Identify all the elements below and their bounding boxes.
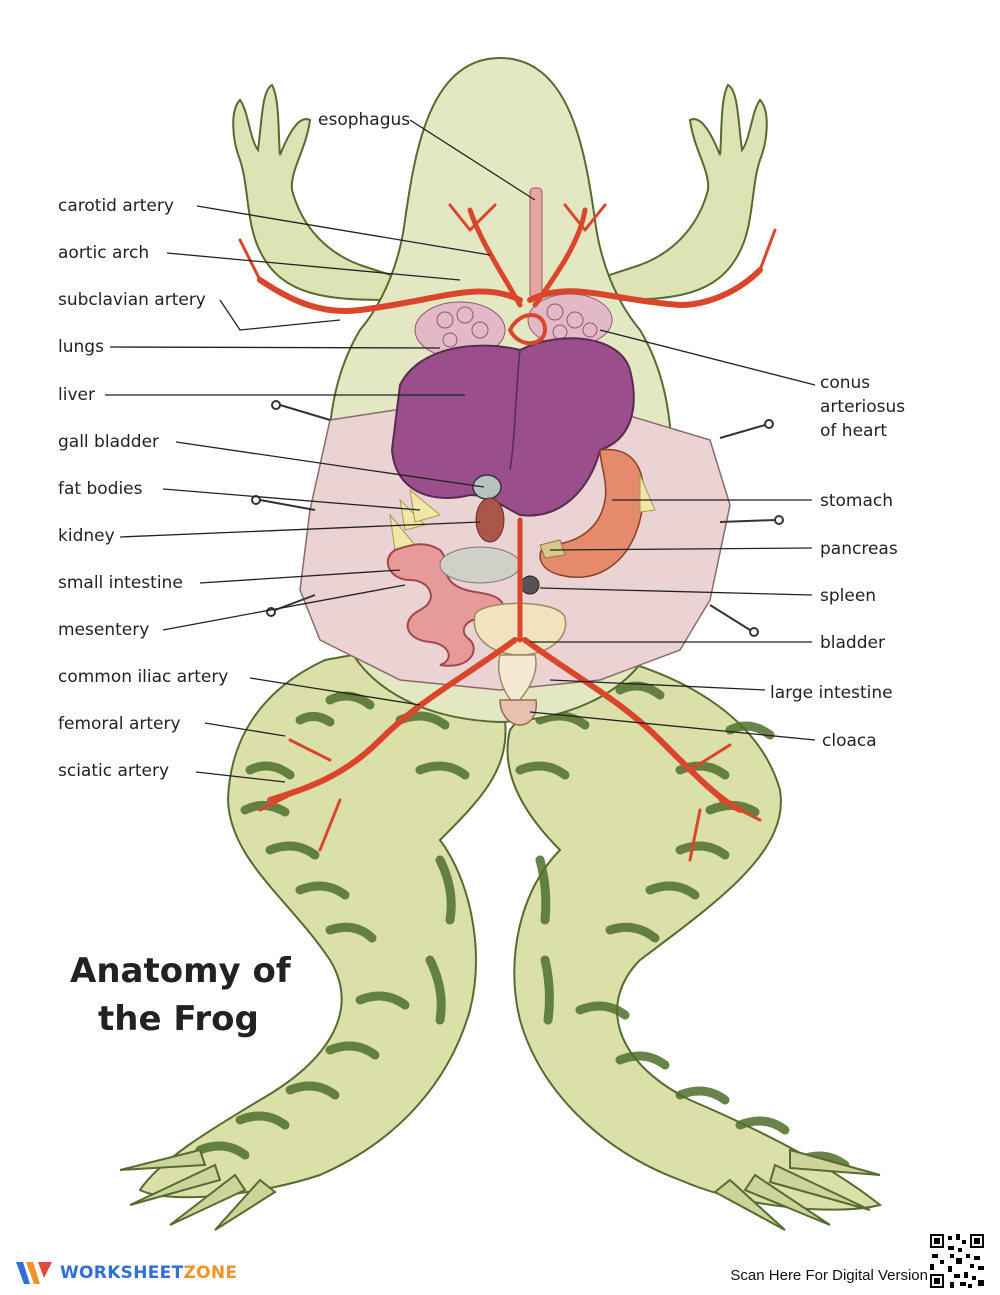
label-lungs: lungs [58, 337, 104, 357]
qr-code-icon[interactable] [928, 1232, 986, 1290]
scan-text: Scan Here For Digital Version [730, 1267, 928, 1284]
labels: esophagus carotid artery aortic arch sub… [58, 110, 905, 781]
cloaca-graphic [499, 699, 538, 726]
label-femoral-artery: femoral artery [58, 714, 181, 734]
brand-text: WORKSHEETZONE [60, 1263, 237, 1283]
arteries-graphic [238, 203, 777, 862]
label-conus-line2: arteriosus [820, 397, 905, 417]
kidney-graphic [475, 497, 505, 543]
worksheetzone-logo-icon [16, 1262, 52, 1284]
esophagus-graphic [529, 187, 543, 299]
label-conus-line1: conus [820, 373, 870, 393]
label-small-intestine: small intestine [58, 573, 183, 593]
label-fat-bodies: fat bodies [58, 479, 143, 499]
label-conus-line3: of heart [820, 421, 887, 441]
label-large-intestine: large intestine [770, 683, 893, 703]
label-pancreas: pancreas [820, 539, 898, 559]
right-arm [578, 83, 768, 302]
right-foot [713, 1148, 881, 1231]
pancreas-graphic [539, 539, 566, 559]
fat-bodies-graphic [389, 474, 656, 551]
label-kidney: kidney [58, 526, 115, 546]
label-esophagus: esophagus [318, 110, 410, 130]
liver-graphic [390, 337, 635, 517]
lungs-graphic [414, 293, 613, 359]
left-arm [232, 83, 422, 302]
label-bladder: bladder [820, 633, 885, 653]
label-mesentery: mesentery [58, 620, 149, 640]
right-leg-stripes [515, 681, 850, 1170]
brand-part1: WORKSHEET [60, 1263, 184, 1283]
worksheetzone-logo[interactable]: WORKSHEETZONE [14, 1258, 237, 1288]
leader-lines [105, 119, 816, 783]
label-cloaca: cloaca [822, 731, 877, 751]
small-intestine-graphic [386, 543, 505, 667]
label-liver: liver [58, 385, 95, 405]
label-common-iliac-artery: common iliac artery [58, 667, 228, 687]
mesentery-graphic [439, 546, 521, 584]
gall-bladder-graphic [472, 474, 502, 500]
label-stomach: stomach [820, 491, 893, 511]
frog-illustration [119, 56, 883, 1231]
label-aortic-arch: aortic arch [58, 243, 149, 263]
label-spleen: spleen [820, 586, 876, 606]
title-line1: Anatomy of [70, 951, 292, 991]
spleen-graphic [520, 575, 540, 595]
label-sciatic-artery: sciatic artery [58, 761, 169, 781]
diagram-title: Anatomy of the Frog [70, 951, 292, 1039]
left-foot [119, 1148, 277, 1231]
right-leg [506, 658, 883, 1211]
brand-part2: ZONE [183, 1263, 238, 1283]
label-subclavian-artery: subclavian artery [58, 290, 206, 310]
label-gall-bladder: gall bladder [58, 432, 159, 452]
label-carotid-artery: carotid artery [58, 196, 174, 216]
left-leg-stripes [195, 691, 470, 1160]
title-line2: the Frog [98, 999, 259, 1039]
